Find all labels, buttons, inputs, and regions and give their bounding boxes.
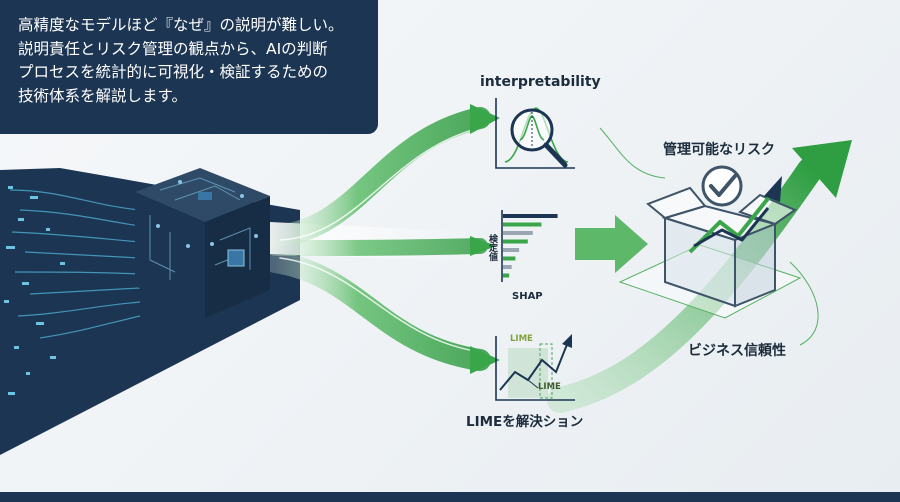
risk-arrow bbox=[575, 215, 648, 273]
line-chart-trend-icon bbox=[495, 334, 575, 401]
shap-axis-label: 検定値 bbox=[487, 234, 497, 261]
shap-bar bbox=[503, 222, 542, 227]
shap-bar bbox=[503, 248, 520, 252]
feature-importance-bars-icon bbox=[501, 210, 558, 282]
stream-arrowhead-mid bbox=[470, 236, 496, 256]
intro-text: 高精度なモデルほど『なぜ』の説明が難しい。 説明責任とリスク管理の観点から、AI… bbox=[18, 16, 344, 105]
connector-line bbox=[599, 127, 666, 179]
green-streams bbox=[264, 107, 491, 371]
business-trust-label: ビジネス信頼性 bbox=[688, 343, 786, 359]
stream-arrowhead-bottom bbox=[470, 346, 500, 374]
shap-bar bbox=[503, 265, 512, 269]
interpretability-label: interpretability bbox=[480, 74, 601, 90]
connector-line bbox=[789, 261, 819, 346]
stream-arrowhead-top bbox=[470, 104, 500, 134]
managed-risk-label: 管理可能なリスク bbox=[663, 142, 775, 158]
data-dots bbox=[4, 186, 65, 395]
open-box-checkmark-icon bbox=[618, 165, 802, 319]
data-strands bbox=[9, 189, 141, 339]
shap-bar bbox=[503, 239, 528, 244]
magnifier-distribution-icon bbox=[495, 98, 575, 169]
lime-label: LIMEを解決ション bbox=[466, 414, 584, 430]
shap-bar bbox=[503, 256, 516, 261]
lime-tag-top: LIME bbox=[510, 334, 533, 344]
ai-cube-icon bbox=[135, 168, 270, 318]
shap-bar bbox=[503, 231, 533, 235]
lime-tag-bottom: LIME bbox=[538, 382, 561, 392]
shap-bar bbox=[503, 273, 510, 278]
intro-panel: 高精度なモデルほど『なぜ』の説明が難しい。 説明責任とリスク管理の観点から、AI… bbox=[0, 0, 378, 134]
shap-bar bbox=[503, 214, 558, 218]
shap-label: SHAP bbox=[512, 291, 543, 302]
bottom-bar bbox=[0, 492, 900, 502]
trust-arrowhead bbox=[792, 140, 852, 198]
